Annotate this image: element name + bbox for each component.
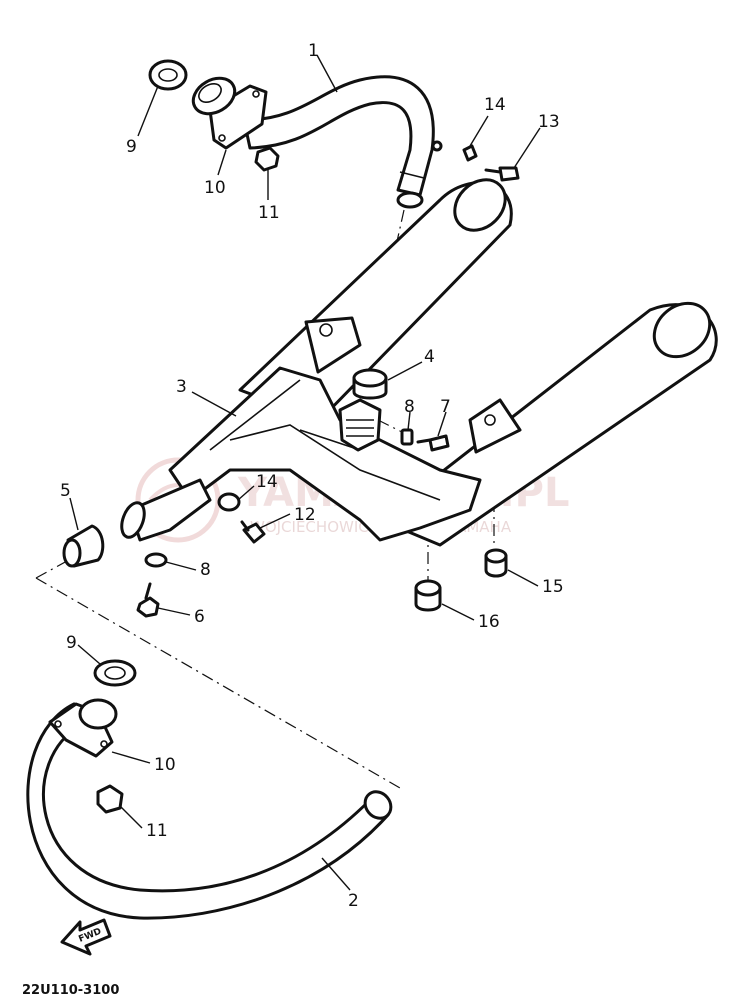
callout-11-lower: 11 — [146, 821, 168, 841]
callout-9-lower: 9 — [66, 633, 77, 653]
grommet-4 — [352, 368, 388, 400]
callout-8-lower: 8 — [200, 560, 211, 580]
exhaust-pipe-lower — [26, 659, 393, 920]
callout-labels: 1 2 3 4 5 6 7 8 8 9 9 10 10 11 11 12 13 … — [60, 41, 564, 911]
callout-9-upper: 9 — [126, 137, 137, 157]
callout-1: 1 — [308, 41, 319, 61]
callout-12: 12 — [294, 505, 316, 525]
callout-13: 13 — [538, 112, 560, 132]
callout-4: 4 — [424, 347, 435, 367]
callout-3: 3 — [176, 377, 187, 397]
fasteners — [136, 144, 520, 618]
callout-leaders — [69, 54, 541, 891]
exhaust-pipe-upper — [148, 59, 443, 209]
callout-2: 2 — [348, 891, 359, 911]
callout-15: 15 — [542, 577, 564, 597]
callout-7: 7 — [440, 397, 451, 417]
callout-10-lower: 10 — [154, 755, 176, 775]
fwd-arrow-icon: FWD — [60, 918, 112, 956]
callout-5: 5 — [60, 481, 71, 501]
callout-16: 16 — [478, 612, 500, 632]
muffler-assembly — [120, 178, 718, 547]
diagram-code: 22U110-3100 — [22, 983, 119, 998]
rubber-5 — [62, 524, 105, 568]
dampers — [414, 548, 508, 612]
callout-14-upper: 14 — [484, 95, 506, 115]
callout-10-upper: 10 — [204, 178, 226, 198]
callout-8-upper: 8 — [404, 397, 415, 417]
callout-11-upper: 11 — [258, 203, 280, 223]
callout-6: 6 — [194, 607, 205, 627]
callout-14-lower: 14 — [256, 472, 278, 492]
